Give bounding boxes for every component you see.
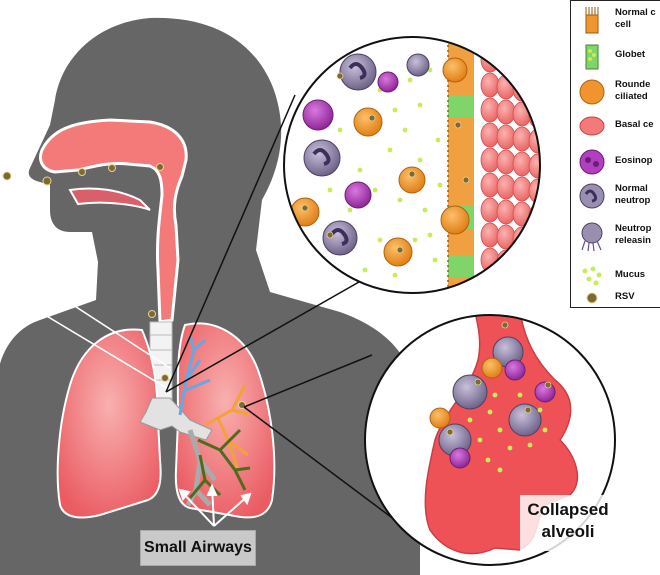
legend-item-normal-ciliated-cell: Normal c cell xyxy=(571,5,660,35)
mucus-particles xyxy=(327,67,443,278)
large-airway-label: e Airway xyxy=(0,282,72,303)
cells-alveoli xyxy=(429,336,556,469)
legend: Normal c cell Globet Rounde ciliated Bas… xyxy=(570,0,660,308)
zoom-lines xyxy=(165,94,396,521)
ciliated-cell-icon xyxy=(585,7,599,34)
legend-label: Rounde xyxy=(615,79,651,90)
legend-item-eosinophil: Eosinop xyxy=(571,147,660,177)
basal-cell-icon xyxy=(579,116,605,136)
upper-airway xyxy=(39,118,188,324)
eosinophils-airway xyxy=(302,71,399,209)
basal-cell-layer xyxy=(480,47,540,275)
legend-item-goblet-cell: Globet xyxy=(571,41,660,71)
rsv-particles-outside xyxy=(2,163,246,409)
legend-label: releasin xyxy=(615,235,651,246)
collapsed-alveoli-label-line2: alveoli xyxy=(541,522,595,541)
legend-label: Normal xyxy=(615,183,648,194)
mucus-icon xyxy=(582,266,602,286)
neutrophils-airway xyxy=(303,53,430,256)
rsv-virus-icon xyxy=(586,292,598,304)
legend-label: Globet xyxy=(615,49,646,60)
legend-item-neutrophil-releasing: Neutrop releasin xyxy=(571,221,660,251)
legend-label: RSV xyxy=(615,291,635,302)
mucus-alveoli xyxy=(467,392,548,473)
rounded-cell-icon xyxy=(579,79,605,105)
legend-label: Neutrop xyxy=(615,223,652,234)
legend-label: neutrop xyxy=(615,195,651,206)
legend-label: Eosinop xyxy=(615,155,653,166)
legend-item-rsv: RSV xyxy=(571,283,660,307)
legend-label: Normal c xyxy=(615,7,656,18)
legend-item-basal-cell: Basal ce xyxy=(571,111,660,141)
collapsed-alveoli-label-line1: Collapsed xyxy=(527,500,609,519)
legend-label: cell xyxy=(615,19,631,30)
collapsed-alveoli-label: Collapsed alveoli xyxy=(520,495,616,551)
legend-label: Basal ce xyxy=(615,119,654,130)
legend-item-rounded-ciliated-cell: Rounde ciliated xyxy=(571,77,660,107)
rsv-particles-airway xyxy=(301,72,470,254)
eosinophil-icon xyxy=(579,149,605,175)
ciliated-cell-layer xyxy=(447,40,474,290)
small-airways-label: Small Airways xyxy=(140,530,256,566)
legend-label: ciliated xyxy=(615,91,648,102)
airway-zoom-circle xyxy=(283,36,541,294)
legend-item-normal-neutrophil: Normal neutrop xyxy=(571,181,660,211)
legend-label: Mucus xyxy=(615,269,646,280)
small-airway-arrows xyxy=(178,483,252,527)
neutrophil-icon xyxy=(579,183,605,209)
net-neutrophil-icon xyxy=(581,222,603,251)
pointer-lines xyxy=(29,289,171,391)
legend-item-mucus: Mucus xyxy=(571,261,660,291)
rsv-particles-alveoli xyxy=(446,321,552,436)
goblet-cell-icon xyxy=(585,44,599,70)
